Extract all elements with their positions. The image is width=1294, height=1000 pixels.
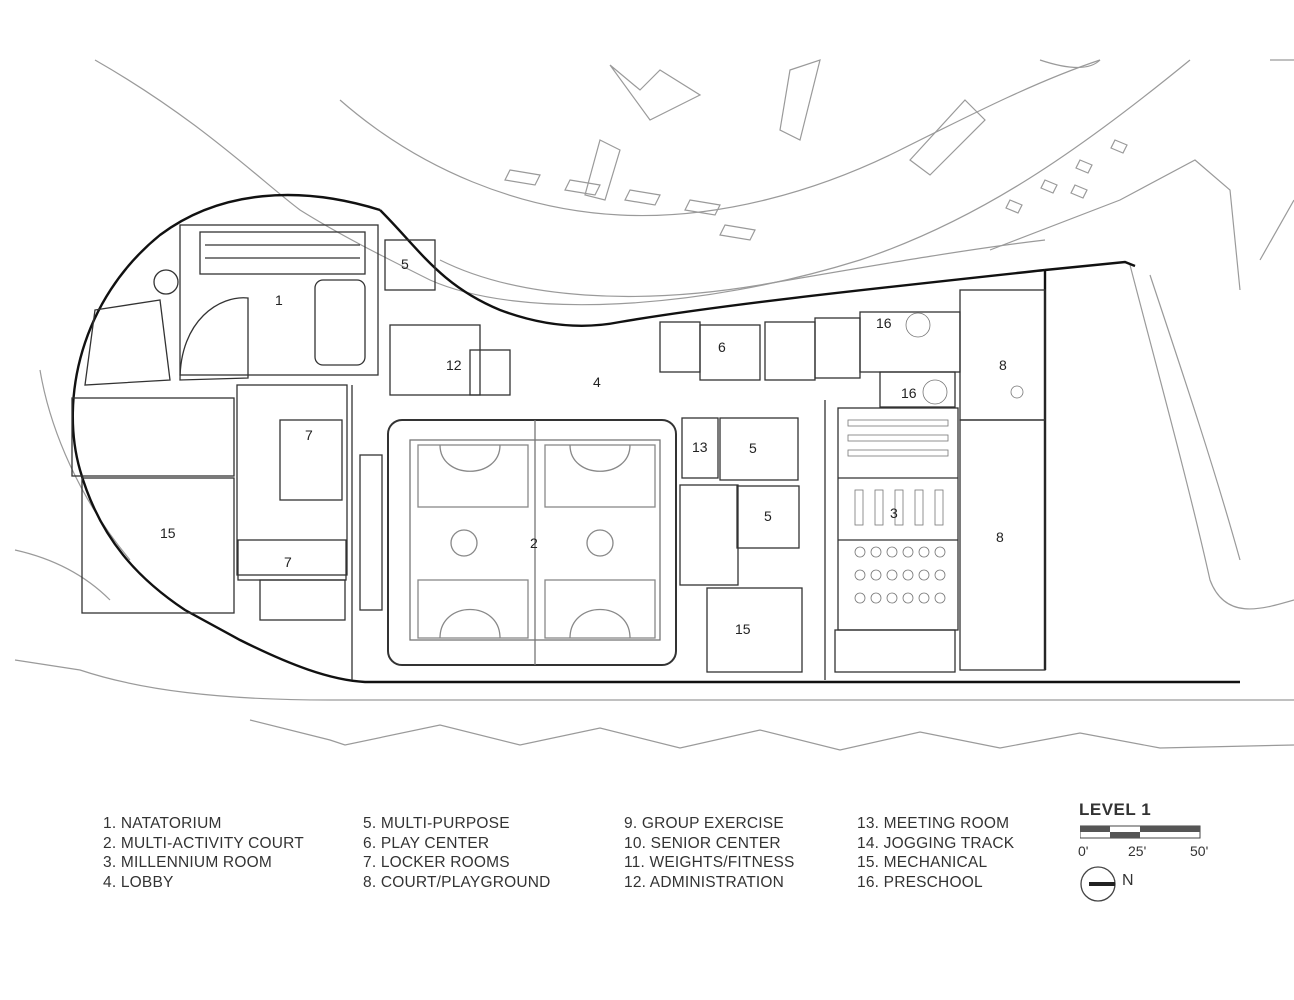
legend-column-2: 5. MULTI-PURPOSE 6. PLAY CENTER 7. LOCKE… xyxy=(363,814,551,892)
room-number-16a: 16 xyxy=(876,315,892,331)
room-number-4: 4 xyxy=(593,374,601,390)
legend-item: 15. MECHANICAL xyxy=(857,854,988,872)
court-playground-north xyxy=(959,289,1046,421)
legend-item: 9. GROUP EXERCISE xyxy=(624,815,784,832)
multi-purpose-room-2 xyxy=(736,485,800,549)
site-context xyxy=(14,59,1294,751)
legend-column-1: 1. NATATORIUM 2. MULTI-ACTIVITY COURT 3.… xyxy=(103,814,304,892)
mechanical-room-west xyxy=(81,477,235,614)
room-number-15a: 15 xyxy=(160,525,176,541)
locker-rooms xyxy=(236,384,348,576)
legend-item: 6. PLAY CENTER xyxy=(363,834,490,852)
north-label: N xyxy=(1122,872,1134,889)
building-outline xyxy=(71,193,1240,684)
plan-title: LEVEL 1 xyxy=(1079,800,1152,819)
room-number-8a: 8 xyxy=(999,357,1007,373)
interior-walls xyxy=(71,224,1046,680)
leisure-pool xyxy=(314,279,366,366)
legend-item: 12. ADMINISTRATION xyxy=(624,873,785,891)
legend-item: 5. MULTI-PURPOSE xyxy=(363,815,510,832)
room-number-5c: 5 xyxy=(764,508,772,524)
scale-label-50: 50' xyxy=(1190,843,1209,859)
room-number-13: 13 xyxy=(692,439,708,455)
legend-item: 8. COURT/PLAYGROUND xyxy=(363,873,551,891)
room-number-12: 12 xyxy=(446,357,462,373)
room-number-15b: 15 xyxy=(735,621,751,637)
floor-plan: 1 2 3 4 5 5 5 6 7 7 8 8 12 13 15 15 16 1… xyxy=(14,59,1294,751)
multi-purpose-room-1 xyxy=(719,417,799,481)
scale-label-25: 25' xyxy=(1128,843,1147,859)
legend-item: 2. MULTI-ACTIVITY COURT xyxy=(103,834,304,852)
room-number-7b: 7 xyxy=(284,554,292,570)
room-numbers: 1 2 3 4 5 5 5 6 7 7 8 8 12 13 15 15 16 1… xyxy=(160,256,1007,637)
room-number-2: 2 xyxy=(530,535,538,551)
legend-item: 13. MEETING ROOM xyxy=(857,815,1010,832)
multi-activity-court xyxy=(387,419,677,666)
natatorium-zone xyxy=(179,224,379,376)
legend-column-3: 9. GROUP EXERCISE 10. SENIOR CENTER 11. … xyxy=(624,814,795,892)
legend-item: 7. LOCKER ROOMS xyxy=(363,854,510,872)
room-number-16b: 16 xyxy=(901,385,917,401)
room-number-5a: 5 xyxy=(401,256,409,272)
room-number-6: 6 xyxy=(718,339,726,355)
legend-item: 4. LOBBY xyxy=(103,873,174,891)
legend-item: 11. WEIGHTS/FITNESS xyxy=(624,854,795,872)
room-number-7a: 7 xyxy=(305,427,313,443)
room-number-8b: 8 xyxy=(996,529,1004,545)
mechanical-room-center xyxy=(706,587,803,673)
preschool-north xyxy=(859,311,961,373)
lap-pool xyxy=(199,231,366,275)
legend-item: 10. SENIOR CENTER xyxy=(624,834,781,852)
legend-item: 1. NATATORIUM xyxy=(103,815,222,832)
legend-item: 16. PRESCHOOL xyxy=(857,873,983,891)
court-playground-south xyxy=(959,419,1046,671)
legend-item: 14. JOGGING TRACK xyxy=(857,834,1015,852)
preschool-south xyxy=(879,371,956,408)
room-number-5b: 5 xyxy=(749,440,757,456)
scale-label-0: 0' xyxy=(1078,843,1089,859)
legend-column-4: 13. MEETING ROOM 14. JOGGING TRACK 15. M… xyxy=(857,814,1014,892)
room-number-3: 3 xyxy=(890,505,898,521)
room-number-1: 1 xyxy=(275,292,283,308)
north-arrow-icon xyxy=(1080,866,1116,902)
furniture-dots xyxy=(847,312,1024,604)
scale-bar xyxy=(1080,825,1201,839)
legend-item: 3. MILLENNIUM ROOM xyxy=(103,854,272,872)
play-center xyxy=(699,324,761,381)
